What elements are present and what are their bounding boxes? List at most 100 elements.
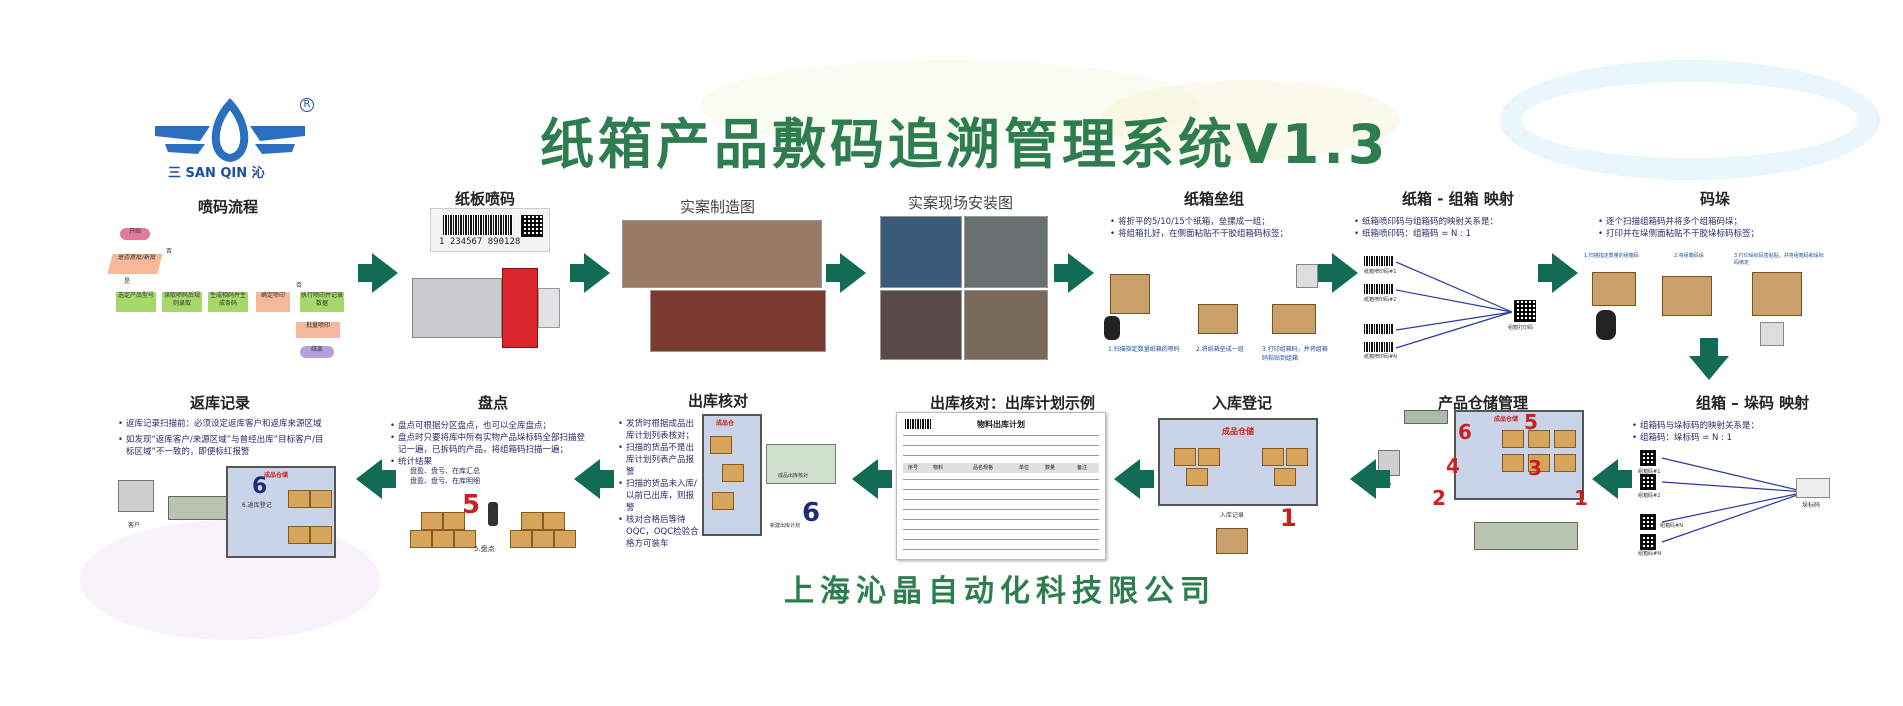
label: 垛标码 — [1802, 502, 1821, 509]
step-label: 5.盘点 — [474, 545, 495, 553]
label: 组箱码#2 — [1638, 493, 1661, 499]
bullet-text: 将折平的5/10/15个纸箱，垒摞成一组； — [1110, 216, 1310, 228]
doc-table-header: 序号 物料 品名规格 单位 数量 备注 — [903, 463, 1099, 473]
qr-code-icon — [1514, 300, 1536, 322]
caption: 1.扫描指定数量纸箱的喷码 — [1108, 346, 1180, 353]
flow-start: 开始 — [120, 228, 150, 240]
barcode-icon — [905, 419, 931, 429]
warehouse-panel — [226, 466, 336, 558]
flow-arrow-shaft — [358, 264, 374, 282]
bullet-text: 发货时根据成品出库计划列表核对； — [618, 418, 700, 442]
label: 新建出库计划 — [770, 523, 801, 529]
flow-arrow-shaft — [1616, 470, 1632, 488]
return-record-diagram: 客户 成品仓储 6 6.返库登记 — [112, 460, 348, 560]
caption: 2.将纸箱垒成一组 — [1196, 346, 1244, 353]
flow-arrow-shaft — [598, 470, 614, 488]
bullet-text: 返库记录扫描前：必须设定返库客户和返库来源区域 — [118, 418, 328, 430]
bullet-text: 盘点可根据分区盘点，也可以全库盘点； — [390, 420, 590, 432]
bullet-text: 打印并在垛侧面粘贴不干胶垛标码标签； — [1598, 228, 1818, 240]
flow-arrow-right-icon — [840, 253, 866, 293]
flow-arrow-down-shaft — [1700, 338, 1718, 358]
company-logo: 三 SAN QIN 沁 R — [150, 96, 314, 186]
column-header: 单位 — [1018, 465, 1029, 471]
step-number: 3 — [1528, 456, 1542, 480]
install-photo — [880, 216, 962, 288]
flow-arrow-shaft — [1374, 470, 1390, 488]
logo-brand-text: 三 SAN QIN 沁 — [168, 166, 265, 181]
doc-title: 物料出库计划 — [977, 420, 1025, 429]
outbound-check-bullets: 发货时根据成品出库计划列表核对； 扫描的货品不是出库计划列表产品报警 扫描的货品… — [618, 418, 700, 550]
flow-arrow-shaft — [1318, 264, 1334, 282]
flow-decision: 是否首批/新批 — [107, 254, 163, 274]
bullet-text: 核对合格后等待OQC，OQC检验合格方可装车 — [618, 514, 700, 550]
step-number: 5 — [1524, 410, 1538, 434]
section-title-warehouse-mgmt: 产品仓储管理 — [1438, 394, 1529, 412]
flow-end: 结束 — [300, 346, 334, 358]
flow-arrow-right-icon — [1552, 253, 1578, 293]
label: 组箱码#1 — [1638, 469, 1661, 475]
bullet-text: 统计结果 — [390, 456, 590, 468]
case-photo — [650, 290, 826, 352]
spray-machine-image — [412, 258, 562, 358]
bullet-text: 纸箱喷印码与组箱码的映射关系是： — [1354, 216, 1544, 228]
label: 组箱码#N — [1638, 551, 1661, 557]
inbound-diagram: 成品仓储 入库记录 1 — [1158, 418, 1338, 558]
stack-pile-bullets: 逐个扫描组箱码并将多个组箱码垛； 打印并在垛侧面粘贴不干胶垛标码标签； — [1598, 216, 1818, 240]
stack-pile-illustration: 1.扫描指定数量的组箱码 2.将组箱码垛 3.打印垛标码签粘贴，并将组箱码和垛标… — [1584, 252, 1824, 352]
flow-arrow-left-icon — [356, 459, 382, 499]
outbound-plan-document: 物料出库计划 序号 物料 品名规格 单位 数量 备注 — [896, 412, 1106, 560]
inventory-subitem: 盘盈、盘亏、在库明细 — [410, 477, 480, 485]
caption: 3.打印组箱码，并将组箱码粘贴到组箱 — [1262, 346, 1328, 362]
bullet-text: 将组箱扎好，在侧面粘贴不干胶组箱码标签； — [1110, 228, 1310, 240]
section-title-inbound: 入库登记 — [1212, 394, 1273, 412]
label: 纸箱喷印码#1 — [1364, 269, 1397, 275]
flow-arrow-shaft — [1054, 264, 1070, 282]
bullet-text: 盘点时只要将库中所有实物产品垛标码全部扫描登记一遍，已拆码的产品，将组箱码扫描一… — [390, 432, 590, 456]
label: 成品仓 — [716, 420, 735, 427]
label: 纸箱喷印码#2 — [1364, 297, 1397, 303]
flow-arrow-shaft — [380, 470, 396, 488]
qr-code-icon — [1640, 450, 1656, 466]
flow-arrow-left-icon — [1114, 459, 1140, 499]
bg-swirl — [1500, 60, 1880, 180]
section-title-carton-stack: 纸箱垒组 — [1184, 190, 1245, 208]
carton-group-map-bullets: 纸箱喷印码与组箱码的映射关系是： 纸箱喷印码：组箱码 = N : 1 — [1354, 216, 1544, 240]
step-number: 6 — [802, 498, 821, 528]
barcode-digits: 1 234567 890128 — [439, 237, 521, 247]
column-header: 备注 — [1076, 465, 1087, 471]
section-title-return-record: 返库记录 — [190, 394, 251, 412]
label: 成品出库核对 — [778, 473, 809, 479]
caption: 2.将组箱码垛 — [1674, 253, 1704, 259]
inventory-subitem: 盘盈、盘亏、在库汇总 — [410, 467, 480, 475]
flow-yes: 是 — [124, 278, 131, 285]
step-number: 6 — [1458, 420, 1472, 444]
company-name: 上海沁晶自动化科技限公司 — [784, 574, 1216, 609]
carton-stack-illustration: 1.扫描指定数量纸箱的喷码 2.将纸箱垒成一组 3.打印组箱码，并将组箱码粘贴到… — [1100, 260, 1330, 362]
step-number: 5 — [462, 490, 481, 520]
label: 组箱码#N — [1660, 523, 1683, 529]
carton-group-map-diagram: 纸箱喷印码#1 纸箱喷印码#2 纸箱喷印码#N 组箱打印码 — [1360, 250, 1550, 360]
label: 客户 — [128, 522, 141, 529]
section-title-group-stack-map: 组箱 – 垛码 映射 — [1696, 394, 1810, 412]
qr-code-icon — [1640, 474, 1656, 490]
flow-arrow-down-icon — [1689, 356, 1729, 380]
section-title-case-install: 实案现场安装图 — [908, 194, 1014, 212]
bullet-text: 扫描的货品不是出库计划列表产品报警 — [618, 442, 700, 478]
caption: 1.扫描指定数量的组箱码 — [1584, 253, 1639, 259]
bullet-text: 如发现“返库客户/来源区域”与曾经出库”目标客户/目标区域”不一致的，即便标红报… — [118, 434, 328, 458]
section-title-inventory: 盘点 — [478, 394, 509, 412]
section-title-spray-flow: 喷码流程 — [198, 198, 259, 216]
page-title: 纸箱产品敷码追溯管理系统V1.3 — [540, 113, 1390, 176]
section-title-carton-group-map: 纸箱 - 组箱 映射 — [1402, 190, 1514, 208]
flow-arrow-right-icon — [1068, 253, 1094, 293]
flow-select-model: 选定产品型号 — [116, 292, 156, 312]
label: 入库记录 — [1220, 512, 1245, 519]
install-photo — [964, 290, 1048, 360]
registered-mark: R — [300, 98, 314, 112]
flow-arrow-left-icon — [1592, 459, 1618, 499]
mapping-lines — [1661, 457, 1807, 543]
section-title-outbound-check: 出库核对 — [688, 392, 749, 410]
flow-arrow-shaft — [570, 264, 586, 282]
step-number: 1 — [1574, 486, 1588, 510]
barcode-icon — [1364, 342, 1394, 352]
